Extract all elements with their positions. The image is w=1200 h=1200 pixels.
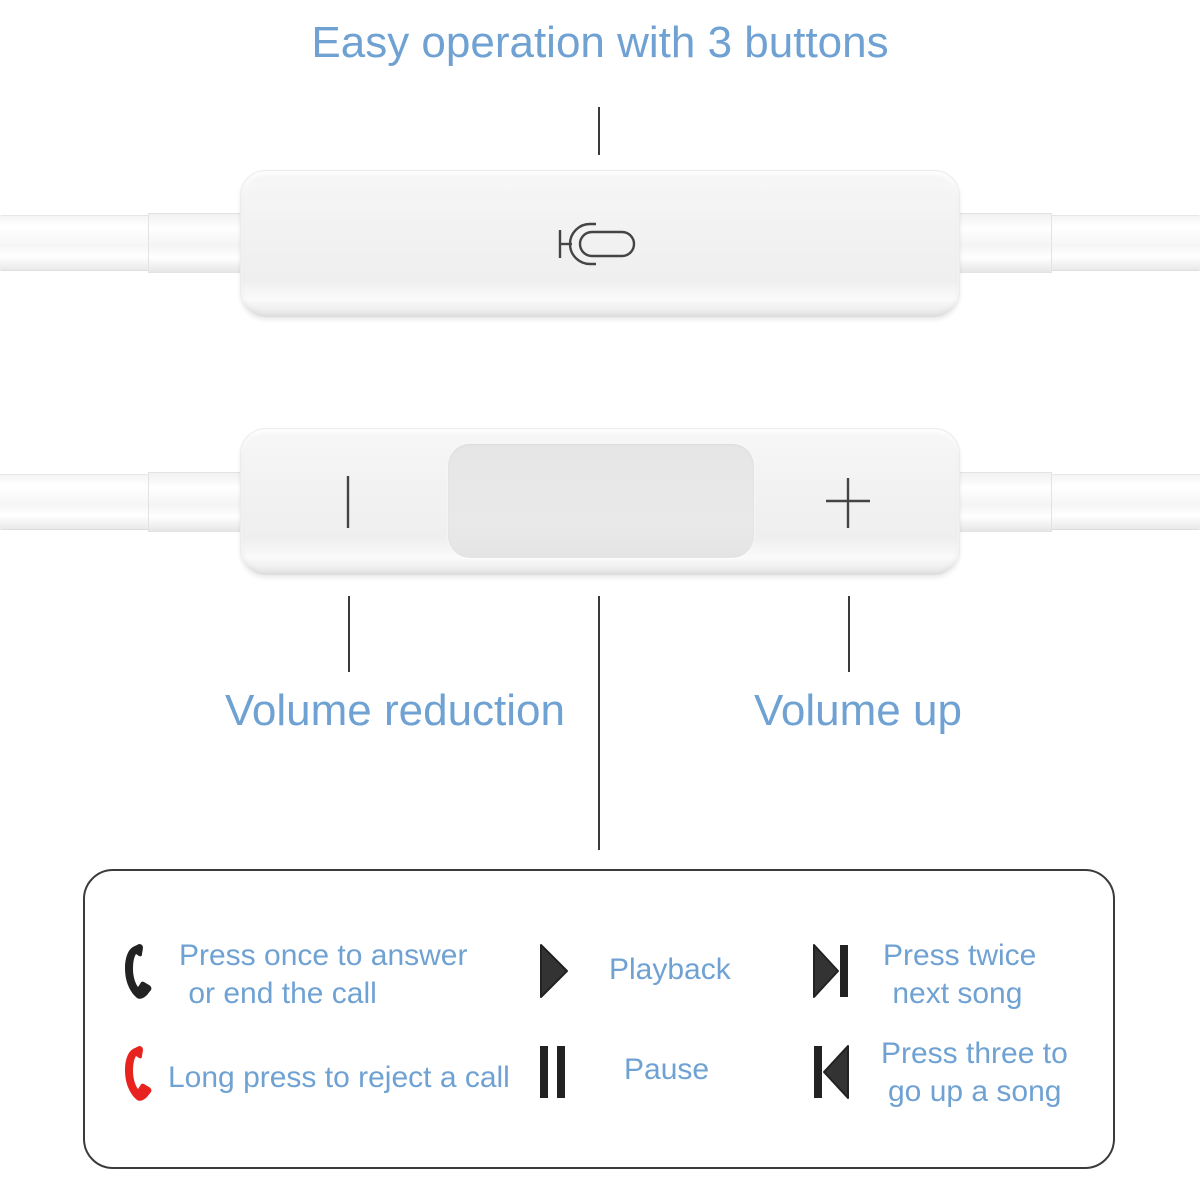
instruction-previous-line2: go up a song <box>888 1075 1062 1108</box>
multifunction-button[interactable] <box>448 444 754 558</box>
instruction-reject: Long press to reject a call <box>168 1061 510 1094</box>
pointer-line-volume-up <box>848 596 850 672</box>
remote-top-body <box>240 170 960 318</box>
cable-collar-left-bottom <box>148 472 242 532</box>
minus-icon[interactable] <box>340 474 356 530</box>
previous-track-icon <box>814 1045 849 1099</box>
cable-left-bottom <box>0 474 150 530</box>
cable-right-bottom <box>1050 474 1200 530</box>
instruction-answer-line1: Press once to answer <box>179 939 468 972</box>
page-title: Easy operation with 3 buttons <box>311 18 889 67</box>
pause-icon <box>540 1046 565 1098</box>
pointer-line-center <box>598 596 600 850</box>
pointer-line-volume-down <box>348 596 350 672</box>
plus-icon[interactable] <box>824 476 872 530</box>
label-volume-reduction: Volume reduction <box>225 686 565 735</box>
instruction-answer-line2: or end the call <box>180 977 377 1010</box>
cable-collar-right-top <box>958 213 1052 273</box>
cable-right-top <box>1050 215 1200 271</box>
instruction-pause: Pause <box>624 1053 710 1086</box>
next-track-icon <box>813 944 848 998</box>
cable-collar-right-bottom <box>958 472 1052 532</box>
instruction-next-line2: next song <box>884 977 1023 1010</box>
instruction-previous-line1: Press three to <box>881 1037 1068 1070</box>
microphone-icon <box>558 222 636 266</box>
play-icon <box>540 944 568 998</box>
instructions-panel <box>83 869 1115 1169</box>
label-volume-up: Volume up <box>754 686 962 735</box>
phone-icon <box>125 944 152 999</box>
instruction-playback: Playback <box>609 953 731 986</box>
pointer-line-top <box>598 107 600 155</box>
cable-left-top <box>0 215 150 271</box>
cable-collar-left-top <box>148 213 242 273</box>
phone-icon-red <box>125 1046 152 1101</box>
instruction-next-line1: Press twice <box>883 939 1037 972</box>
